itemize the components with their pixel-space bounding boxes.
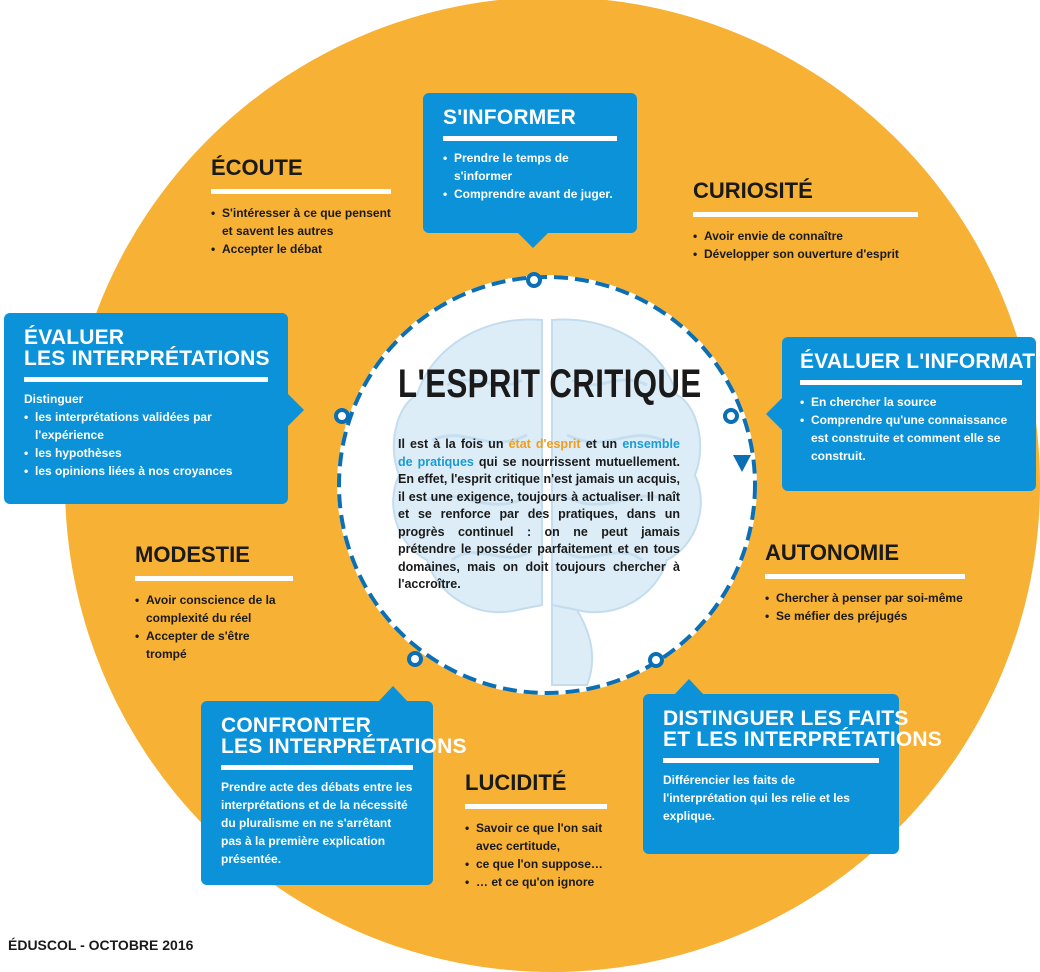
- practice-list: les interprétations validées par l'expér…: [24, 408, 268, 480]
- practice-intro: Distinguer: [24, 392, 84, 406]
- list-item: Chercher à penser par soi-même: [765, 589, 965, 607]
- list-item: Avoir conscience de la complexité du rée…: [135, 591, 293, 627]
- attitude-modestie: MODESTIE Avoir conscience de la complexi…: [135, 542, 293, 663]
- list-item: Comprendre avant de juger.: [443, 185, 617, 203]
- list-item: Comprendre qu'une connaissance est const…: [800, 411, 1022, 465]
- title-underline: [765, 574, 965, 579]
- practice-title: S'INFORMER: [443, 106, 576, 129]
- list-item: Accepter de s'être trompé: [135, 627, 293, 663]
- list-item: Avoir envie de connaître: [693, 227, 918, 245]
- title-underline: [663, 758, 879, 763]
- callout-pointer: [378, 686, 408, 702]
- title-underline: [443, 136, 617, 141]
- description-part: qui se nourrissent mutuellement. En effe…: [398, 454, 680, 592]
- callout-pointer: [766, 398, 782, 430]
- list-item: Accepter le débat: [211, 240, 391, 258]
- attitude-ecoute: ÉCOUTE S'intéresser à ce que pensent et …: [211, 155, 391, 258]
- attitude-curiosite: CURIOSITÉ Avoir envie de connaître Dével…: [693, 178, 918, 263]
- callout-pointer: [517, 232, 549, 248]
- practice-title: ÉVALUER L'INFORMATION: [800, 350, 1040, 373]
- title-underline: [24, 377, 268, 382]
- highlight-practices: ensemble de pratiques: [398, 437, 680, 469]
- practice-text: Prendre acte des débats entre les interp…: [221, 780, 413, 866]
- center-description: Il est à la fois un état d'esprit et un …: [398, 436, 680, 594]
- title-line: DISTINGUER LES FAITS: [663, 707, 909, 730]
- title-line: ÉVALUER: [24, 326, 125, 349]
- list-item: S'intéresser à ce que pensent et savent …: [211, 204, 391, 240]
- list-item: Développer son ouverture d'esprit: [693, 245, 918, 263]
- title-underline: [800, 380, 1022, 385]
- title-underline: [211, 189, 391, 194]
- title-underline: [465, 804, 607, 809]
- practice-box-evaluer-information: ÉVALUER L'INFORMATION En chercher la sou…: [782, 337, 1040, 491]
- title-underline: [693, 212, 918, 217]
- attitude-title: LUCIDITÉ: [465, 770, 567, 795]
- attitude-title: CURIOSITÉ: [693, 178, 813, 203]
- practice-list: Prendre le temps de s'informer Comprendr…: [443, 149, 617, 203]
- title-line: LES INTERPRÉTATIONS: [221, 735, 467, 758]
- attitude-list: S'intéresser à ce que pensent et savent …: [211, 204, 391, 258]
- attitude-list: Chercher à penser par soi-même Se méfier…: [765, 589, 965, 625]
- list-item: les hypothèses: [24, 444, 268, 462]
- list-item: Se méfier des préjugés: [765, 607, 965, 625]
- attitude-list: Savoir ce que l'on sait avec certitude, …: [465, 819, 607, 891]
- center-title: L'ESPRIT CRITIQUE: [398, 362, 702, 406]
- practice-box-informer: S'INFORMER Prendre le temps de s'informe…: [423, 93, 637, 233]
- practice-text: Différencier les faits de l'interprétati…: [663, 773, 850, 823]
- attitude-title: AUTONOMIE: [765, 540, 900, 565]
- title-underline: [221, 765, 413, 770]
- practice-list: En chercher la source Comprendre qu'une …: [800, 393, 1022, 465]
- description-part: et un: [580, 437, 623, 451]
- title-line: ET LES INTERPRÉTATIONS: [663, 728, 942, 751]
- callout-pointer: [674, 679, 704, 695]
- attitude-title: MODESTIE: [135, 542, 250, 567]
- attitude-autonomie: AUTONOMIE Chercher à penser par soi-même…: [765, 540, 965, 625]
- attitude-list: Avoir conscience de la complexité du rée…: [135, 591, 293, 663]
- list-item: les opinions liées à nos croyances: [24, 462, 268, 480]
- list-item: ce que l'on suppose…: [465, 855, 607, 873]
- list-item: les interprétations validées par l'expér…: [24, 408, 268, 444]
- highlight-state-of-mind: état d'esprit: [508, 437, 581, 451]
- list-item: Prendre le temps de s'informer: [443, 149, 617, 185]
- attitude-list: Avoir envie de connaître Développer son …: [693, 227, 918, 263]
- list-item: En chercher la source: [800, 393, 1022, 411]
- list-item: Savoir ce que l'on sait avec certitude,: [465, 819, 607, 855]
- title-line: LES INTERPRÉTATIONS: [24, 347, 270, 370]
- attitude-title: ÉCOUTE: [211, 155, 303, 180]
- attitude-lucidite: LUCIDITÉ Savoir ce que l'on sait avec ce…: [465, 770, 607, 891]
- title-line: CONFRONTER: [221, 714, 372, 737]
- description-part: Il est à la fois un: [398, 437, 509, 451]
- callout-pointer: [288, 394, 304, 426]
- footer-credit: ÉDUSCOL - OCTOBRE 2016: [8, 937, 194, 953]
- list-item: … et ce qu'on ignore: [465, 873, 607, 891]
- title-underline: [135, 576, 293, 581]
